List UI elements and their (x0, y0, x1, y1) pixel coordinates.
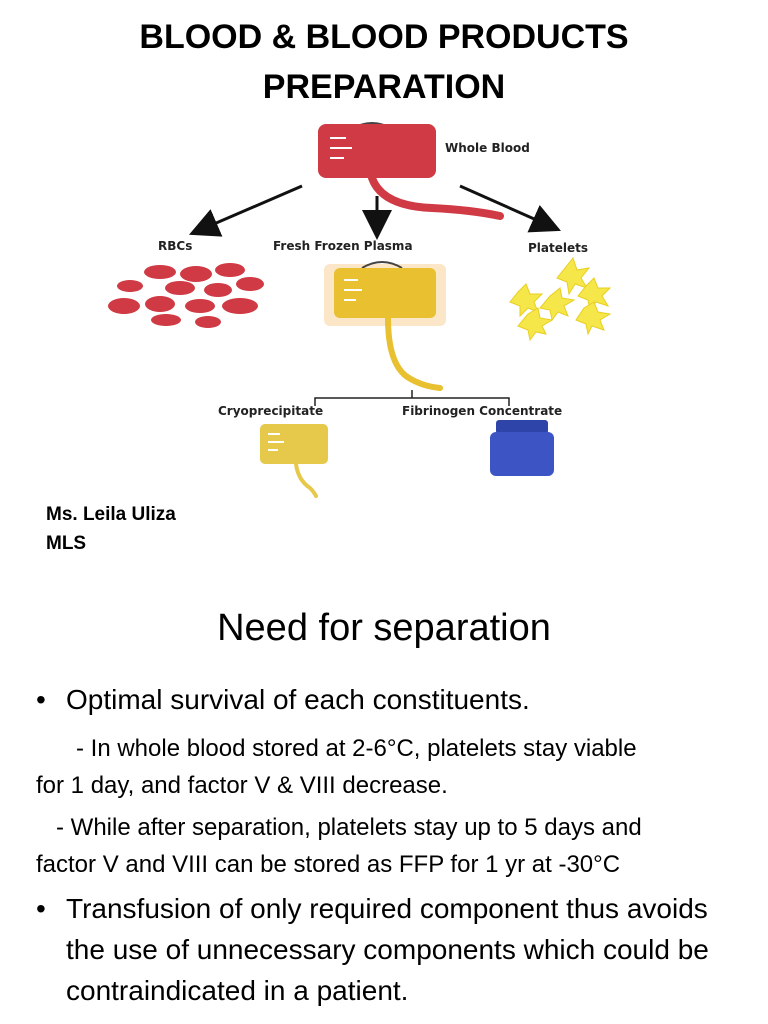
sub-point: - While after separation, platelets stay… (36, 809, 736, 883)
label-cryoprecipitate: Cryoprecipitate (218, 404, 323, 418)
author-name: Ms. Leila Uliza (46, 504, 176, 525)
sub-point: - In whole blood stored at 2-6°C, platel… (36, 730, 736, 804)
sub-point-line: - While after separation, platelets stay… (36, 814, 642, 841)
split-arrows (188, 184, 561, 240)
sub-point-line: - In whole blood stored at 2-6°C, platel… (36, 735, 637, 762)
red-blood-cells-icon (108, 263, 264, 328)
author-block: Ms. Leila Uliza MLS (46, 500, 176, 558)
label-fibrinogen: Fibrinogen Concentrate (402, 404, 562, 418)
whole-blood-bag-icon (318, 122, 504, 220)
bullet-marker: • (36, 684, 46, 715)
plasma-bag-icon (324, 261, 446, 391)
fibrinogen-jar-icon (490, 420, 554, 476)
bullet-text: Optimal survival of each constituents. (66, 684, 530, 715)
slide-title: BLOOD & BLOOD PRODUCTS PREPARATION (0, 12, 768, 112)
label-platelets: Platelets (528, 241, 588, 255)
title-line-1: BLOOD & BLOOD PRODUCTS (139, 18, 629, 56)
label-rbcs: RBCs (158, 239, 192, 253)
split-brace (314, 390, 510, 406)
platelets-icon (509, 256, 612, 342)
bullet-marker: • (36, 893, 46, 924)
label-ffp: Fresh Frozen Plasma (273, 239, 413, 253)
blood-components-diagram: Whole Blood RBCs Fresh Frozen Plasma Pla… (100, 110, 670, 500)
section-title: Need for separation (217, 607, 551, 649)
sub-point-line: for 1 day, and factor V & VIII decrease. (36, 772, 448, 799)
bullet-item: • Optimal survival of each constituents. (36, 679, 756, 720)
title-line-2: PREPARATION (262, 68, 506, 106)
bullet-item: • Transfusion of only required component… (36, 888, 726, 1011)
bullet-text: Transfusion of only required component t… (66, 893, 709, 1006)
sub-point-line: factor V and VIII can be stored as FFP f… (36, 851, 621, 878)
cryoprecipitate-bag-icon (260, 424, 328, 498)
author-credential: MLS (46, 533, 87, 554)
label-whole-blood: Whole Blood (445, 141, 530, 155)
